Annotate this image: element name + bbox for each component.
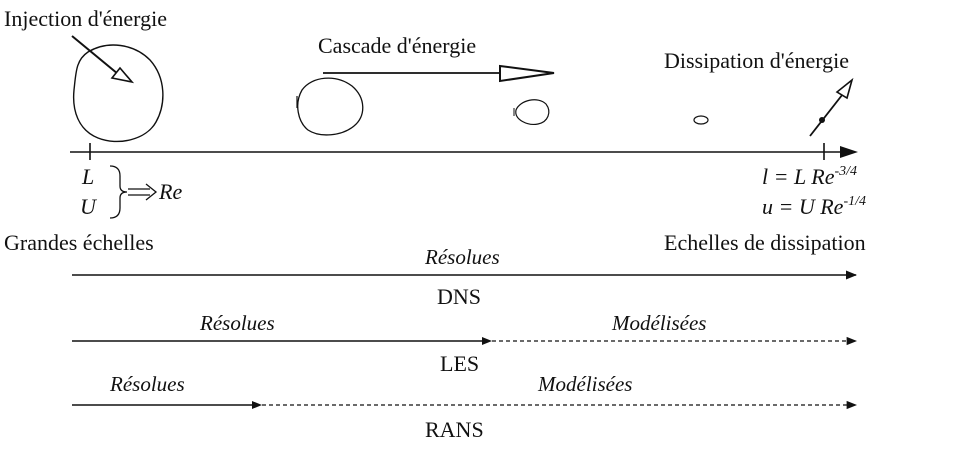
injection-label: Injection d'énergie <box>4 6 167 31</box>
scale-axis-arrowhead <box>840 146 858 158</box>
length-scale-L: L <box>81 164 94 189</box>
rans-modeled-label: Modélisées <box>537 372 632 396</box>
kolmogorov-velocity: u = U Re-1/4 <box>762 194 866 219</box>
large-scales-label: Grandes échelles <box>4 230 154 255</box>
dissipation-arrowhead <box>835 77 854 100</box>
small-eddy-shape <box>515 99 550 125</box>
implies-arrowhead <box>145 183 158 201</box>
dns-label: DNS <box>437 284 481 309</box>
les-modeled-label: Modélisées <box>611 311 706 335</box>
dns-resolved-label: Résolues <box>424 245 500 269</box>
les-resolved-label: Résolues <box>199 311 275 335</box>
injection-arrow <box>71 35 119 75</box>
dissipation-scales-label: Echelles de dissipation <box>664 230 866 255</box>
velocity-scale-U: U <box>80 194 98 219</box>
dissipation-arrow <box>809 89 847 137</box>
medium-eddy-shape <box>297 77 364 136</box>
reynolds-number: Re <box>158 179 182 204</box>
les-label: LES <box>440 351 479 376</box>
cascade-arrowhead <box>499 64 555 83</box>
injection-arrowhead <box>110 66 135 84</box>
dissipation-dot <box>819 117 825 123</box>
rans-split-arrowhead <box>252 401 262 409</box>
rans-label: RANS <box>425 417 484 442</box>
cascade-label: Cascade d'énergie <box>318 33 476 58</box>
large-eddy-shape <box>72 44 164 143</box>
rans-resolved-label: Résolues <box>109 372 185 396</box>
dissipation-label: Dissipation d'énergie <box>664 48 849 73</box>
les-split-arrowhead <box>482 337 492 345</box>
tiny-eddy-shape <box>693 115 709 125</box>
brace <box>109 165 128 219</box>
kolmogorov-length: l = L Re-3/4 <box>762 164 857 189</box>
